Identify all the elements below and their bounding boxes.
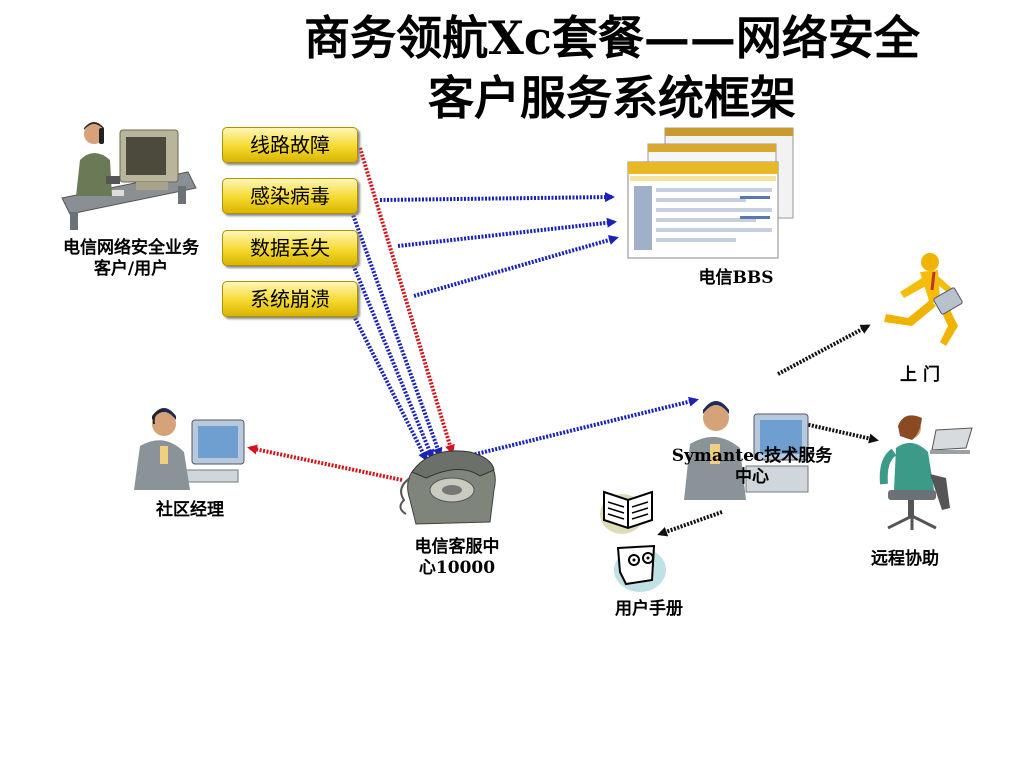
issue-to-callcenter-arrows: [350, 147, 455, 462]
remote-assistance-label: 远程协助: [871, 549, 939, 569]
symantec-label-line2: 中心: [735, 467, 769, 487]
customer-label-line1: 电信网络安全业务: [63, 238, 199, 258]
arrow-center-to-symantec: [467, 396, 699, 458]
community-manager-agent-icon: [134, 408, 245, 490]
arrow-symantec-to-remote: [804, 422, 879, 444]
page-title: 商务领航Xc套餐——网络安全: [304, 11, 920, 65]
arrow-infection-to-bbs: [379, 192, 615, 203]
running-person-icon: [884, 253, 963, 346]
issue-system-crash: 系统崩溃: [222, 281, 358, 317]
arrow-crash-to-center: [350, 311, 428, 462]
arrow-infection-to-center: [350, 211, 443, 458]
page-subtitle: 客户服务系统框架: [428, 71, 796, 125]
symantec-label: Symantec技术服务 中心: [662, 446, 842, 488]
bbs-webpages-icon: [627, 127, 794, 259]
arrow-dataloss-to-center: [350, 261, 434, 460]
arrow-crash-to-bbs: [413, 235, 619, 298]
community-manager-label: 社区经理: [156, 500, 224, 520]
arrow-line-fault-to-center: [358, 147, 455, 455]
customer-label-line2: 客户/用户: [93, 259, 169, 279]
remote-assistance-person-icon: [879, 415, 973, 530]
telephone-icon: [399, 450, 496, 525]
onsite-label: 上 门: [900, 365, 940, 385]
arrow-dataloss-to-bbs: [397, 217, 617, 248]
arrow-symantec-to-manual: [657, 510, 723, 537]
callcenter-label: 电信客服中 心10000: [392, 537, 522, 579]
issue-to-bbs-arrows: [379, 192, 619, 298]
arrow-center-to-manager: [247, 444, 403, 482]
callcenter-label-line2: 心10000: [418, 558, 496, 578]
arrow-symantec-to-onsite: [777, 324, 871, 376]
issue-data-loss: 数据丢失: [222, 230, 358, 266]
issue-line-fault: 线路故障: [222, 127, 358, 163]
symantec-agent-icon: [684, 401, 809, 500]
issue-virus-infection: 感染病毒: [222, 178, 358, 214]
user-manual-label: 用户手册: [615, 599, 683, 619]
customer-label: 电信网络安全业务 客户/用户: [44, 238, 218, 280]
symantec-label-line1: Symantec技术服务: [671, 446, 833, 466]
user-manual-icon: [600, 490, 666, 592]
bbs-label: 电信BBS: [698, 268, 774, 288]
customer-desk-icon: [61, 122, 197, 230]
callcenter-label-line1: 电信客服中: [414, 537, 500, 557]
